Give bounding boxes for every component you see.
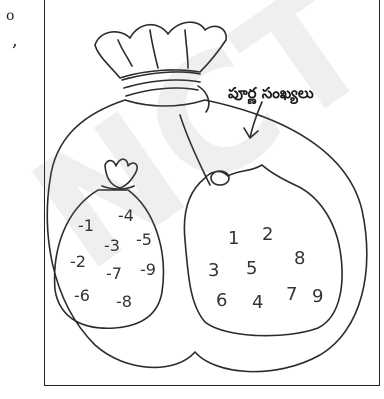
pos-number: 1 [228, 230, 239, 248]
big-bag-tie [122, 72, 200, 96]
whole-numbers-label: పూర్ణ సంఖ్యలు [228, 84, 314, 106]
pos-number: 2 [262, 226, 273, 244]
neg-number: -7 [106, 266, 122, 282]
negative-bag-neck [105, 159, 137, 188]
arrow-icon [244, 102, 262, 138]
neg-number: -2 [70, 254, 86, 270]
pos-number: 6 [216, 292, 227, 310]
pos-number: 3 [208, 262, 219, 280]
pos-number: 7 [286, 286, 297, 304]
pos-number: 9 [312, 288, 323, 306]
pos-number: 5 [246, 260, 257, 278]
neg-number: -5 [136, 232, 152, 248]
big-bag-ruffle [95, 22, 226, 78]
neg-number: -4 [118, 208, 134, 224]
neg-number: -9 [140, 262, 156, 278]
big-bag-body [47, 100, 367, 372]
neg-number: -3 [104, 238, 120, 254]
pos-number: 4 [252, 294, 263, 312]
neg-number: -8 [116, 294, 132, 310]
pos-number: 8 [294, 250, 305, 268]
neg-number: -6 [74, 288, 90, 304]
neg-number: -1 [78, 218, 94, 234]
